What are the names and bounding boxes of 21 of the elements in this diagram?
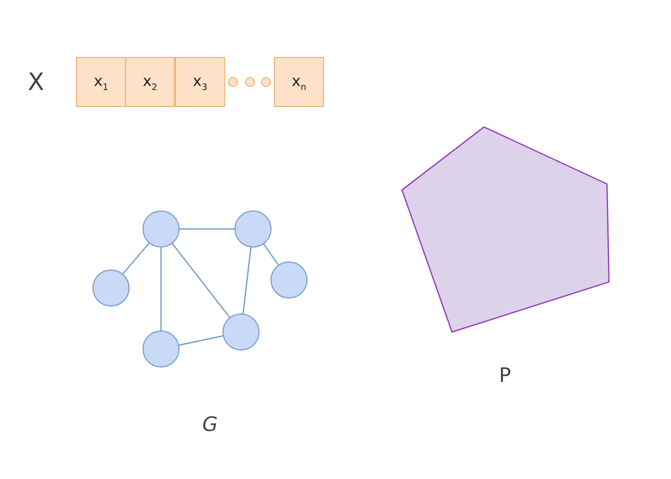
symbol-label: X [28, 68, 44, 96]
graph-vertex [270, 262, 308, 298]
graph-vertex [222, 314, 260, 350]
array-cell: x$_{2}$ [125, 57, 175, 107]
pentagon [401, 126, 610, 333]
edge-line [160, 247, 162, 331]
graph-vertex [92, 270, 130, 306]
edge-line [179, 228, 235, 230]
edge-line [242, 246, 252, 314]
graph-vertex [234, 210, 272, 248]
edge-line [122, 242, 150, 275]
array-cell: x$_{1}$ [76, 57, 126, 107]
symbol-label: P [498, 363, 512, 387]
graph-vertex [142, 210, 180, 248]
edge-line [262, 243, 280, 266]
symbol-label: G [202, 412, 218, 436]
graph-vertex [142, 330, 180, 368]
edge-line [172, 242, 230, 318]
array-cell: x$_{n}$ [274, 57, 324, 107]
edge-line [178, 335, 224, 346]
array-cell: x$_{3}$ [175, 57, 225, 107]
